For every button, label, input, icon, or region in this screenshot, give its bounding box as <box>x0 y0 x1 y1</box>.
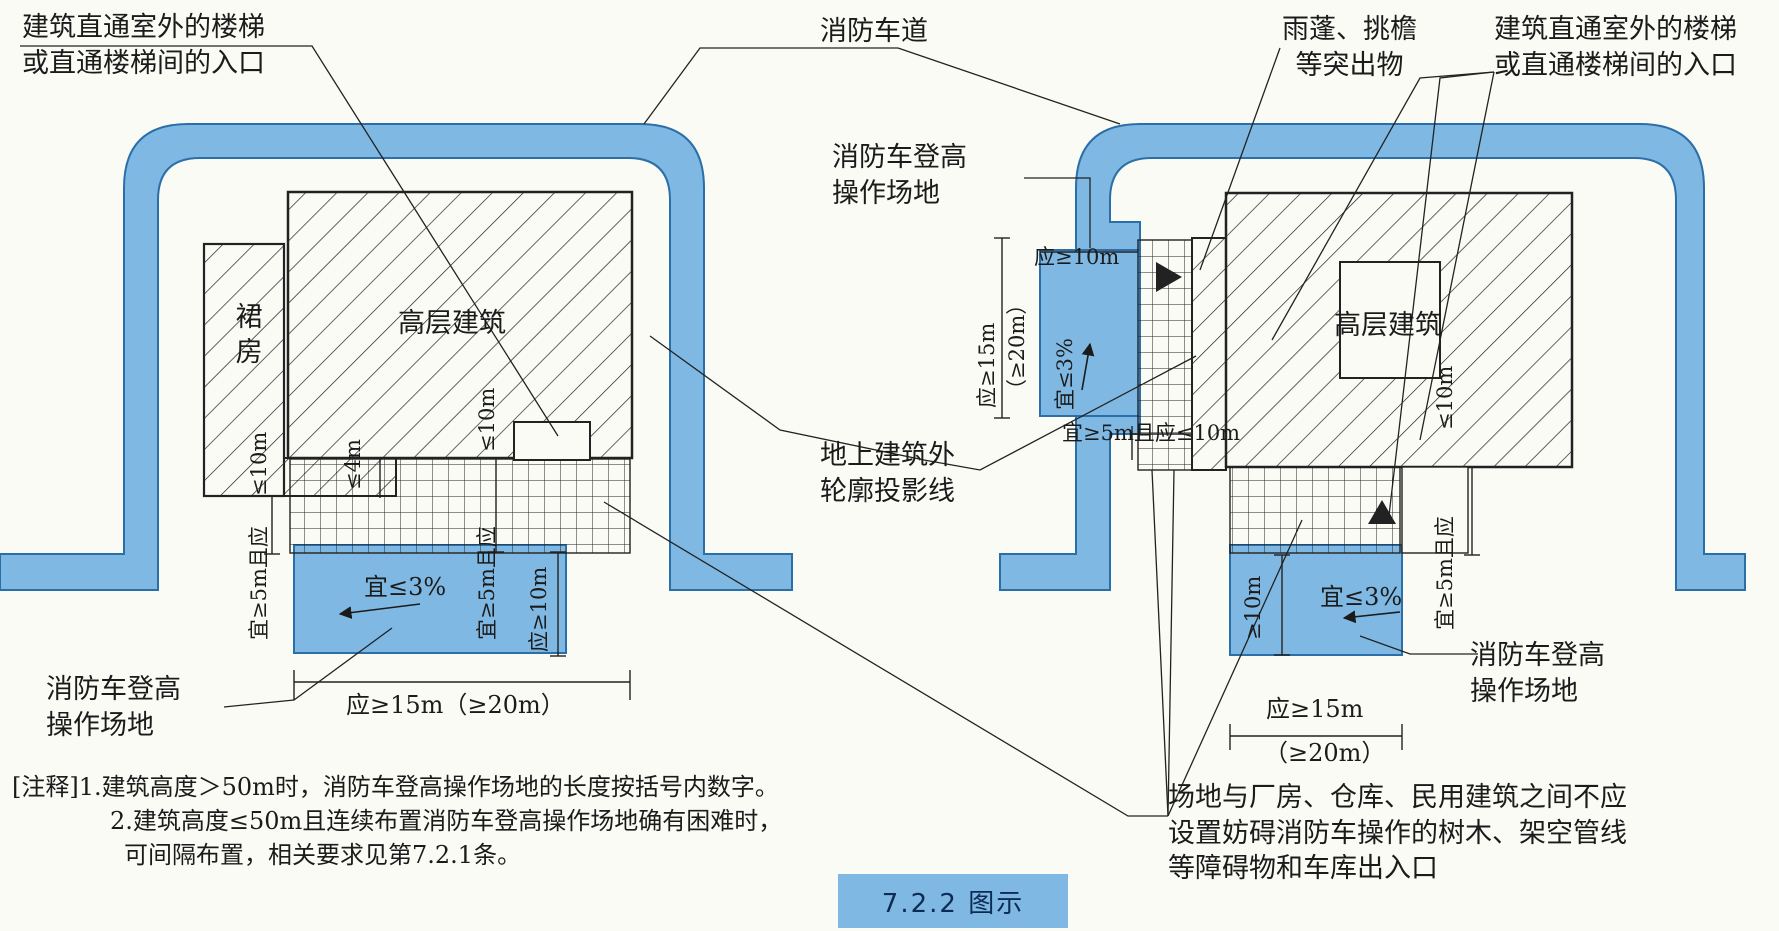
note-line-3: 可间隔布置，相关要求见第7.2.1条。 <box>124 841 522 869</box>
label-line: 雨蓬、挑檐 <box>1282 14 1417 45</box>
dim-slope-left: 宜≤3% <box>364 573 447 601</box>
dim-left-width: 应≥15m（≥20m） <box>346 691 565 719</box>
label-line: 消防车登高 <box>1470 640 1605 671</box>
label-line: 或直通楼梯间的入口 <box>1494 49 1737 81</box>
note-line-1: [注释]1.建筑高度＞50m时，消防车登高操作场地的长度按括号内数字。 <box>12 773 779 801</box>
podium-strip <box>283 457 397 497</box>
label-stair-entry-left: 建筑直通室外的楼梯 或直通楼梯间的入口 <box>22 10 265 81</box>
highrise-block-left <box>286 190 634 460</box>
label-stair-entry-right: 建筑直通室外的楼梯 或直通楼梯间的入口 <box>1494 12 1737 83</box>
label-rescue-site-left: 消防车登高 操作场地 <box>46 672 181 743</box>
dim-side-ge5: 宜≥5m且应≤10m <box>1062 421 1241 445</box>
label-rescue-site-top-right: 消防车登高 操作场地 <box>832 140 967 211</box>
label-site-note: 场地与厂房、仓库、民用建筑之间不应 设置妨碍消防车操作的树木、架空管线 等障碍物… <box>1168 780 1627 887</box>
dimension-lines-right <box>994 237 1480 750</box>
label-line: 建筑直通室外的楼梯 <box>1494 14 1737 45</box>
podium-block <box>202 242 286 498</box>
dimension-lines-left <box>264 457 631 700</box>
label-rescue-site-right: 消防车登高 操作场地 <box>1470 638 1605 709</box>
dim-ge5-left: 宜≥5m且应 <box>247 526 271 640</box>
entry-triangle-side <box>1156 262 1182 292</box>
fire-lane-left <box>0 123 793 591</box>
note-line-2: 2.建筑高度≤50m且连续布置消防车登高操作场地确有困难时， <box>110 807 783 835</box>
label-line: 等突出物 <box>1295 49 1404 81</box>
rescue-site-left <box>293 544 567 654</box>
leader-lines <box>20 45 1495 817</box>
label-line: 消防车登高 <box>46 674 181 705</box>
label-highrise-left: 高层建筑 <box>398 308 506 339</box>
dim-slope-side: 宜≤3% <box>1053 338 1077 410</box>
dim-le4: ≤4m <box>341 439 365 490</box>
dim-side-ge10: 应≥10m <box>1034 245 1120 269</box>
dim-right-width-1: 应≥15m <box>1266 695 1364 723</box>
dim-right-ge5: 宜≥5m且应 <box>1433 516 1457 630</box>
dim-side-ge15: 应≥15m <box>975 322 999 408</box>
dim-le10-mid: ≤10m <box>475 387 499 452</box>
label-canopy: 雨蓬、挑檐 等突出物 <box>1282 12 1417 83</box>
label-line: 等障碍物和车库出入口 <box>1168 853 1438 885</box>
rescue-site-side-right <box>1039 249 1141 417</box>
label-line: 建筑直通室外的楼梯 <box>22 12 265 43</box>
inner-core-box <box>1339 261 1441 379</box>
dim-ge5-mid: 宜≥5m且应 <box>475 526 499 640</box>
label-line: 设置妨碍消防车操作的树木、架空管线 <box>1168 817 1627 849</box>
label-line: 轮廓投影线 <box>820 475 955 507</box>
label-line: 场地与厂房、仓库、民用建筑之间不应 <box>1168 782 1627 813</box>
slope-arrow-right <box>1342 610 1401 624</box>
label-outline: 地上建筑外 轮廓投影线 <box>820 438 955 509</box>
label-line: 操作场地 <box>1470 675 1578 707</box>
label-line: 地上建筑外 <box>820 440 955 471</box>
label-fire-lane: 消防车道 <box>820 16 928 47</box>
label-highrise-right: 高层建筑 <box>1334 310 1442 341</box>
slope-arrow-side <box>1081 342 1095 391</box>
fire-lane-right <box>999 123 1746 591</box>
dim-right-width-2: （≥20m） <box>1264 739 1386 767</box>
dim-slope-right: 宜≤3% <box>1320 583 1403 611</box>
canopy-strip <box>1191 237 1227 471</box>
dim-ge10-left: 应≥10m <box>527 566 551 652</box>
grid-area-bottom-right <box>1229 466 1401 554</box>
dim-side-ge20: （≥20m） <box>1005 293 1029 400</box>
label-line: 消防车登高 <box>832 142 967 173</box>
label-podium: 裙房 <box>230 302 262 372</box>
dim-right-ge10: ≥10m <box>1241 575 1265 640</box>
corner-gap <box>1401 466 1469 554</box>
label-line: 操作场地 <box>46 709 154 741</box>
label-line: 或直通楼梯间的入口 <box>22 47 265 79</box>
dim-le10-podium: ≤10m <box>247 431 271 496</box>
dim-right-le10: ≤10m <box>1433 365 1457 430</box>
label-line: 操作场地 <box>832 177 940 209</box>
slope-arrow-left <box>338 603 421 619</box>
stair-entry-box-left <box>513 421 591 461</box>
figure-title: 7.2.2 图示 <box>838 874 1068 928</box>
